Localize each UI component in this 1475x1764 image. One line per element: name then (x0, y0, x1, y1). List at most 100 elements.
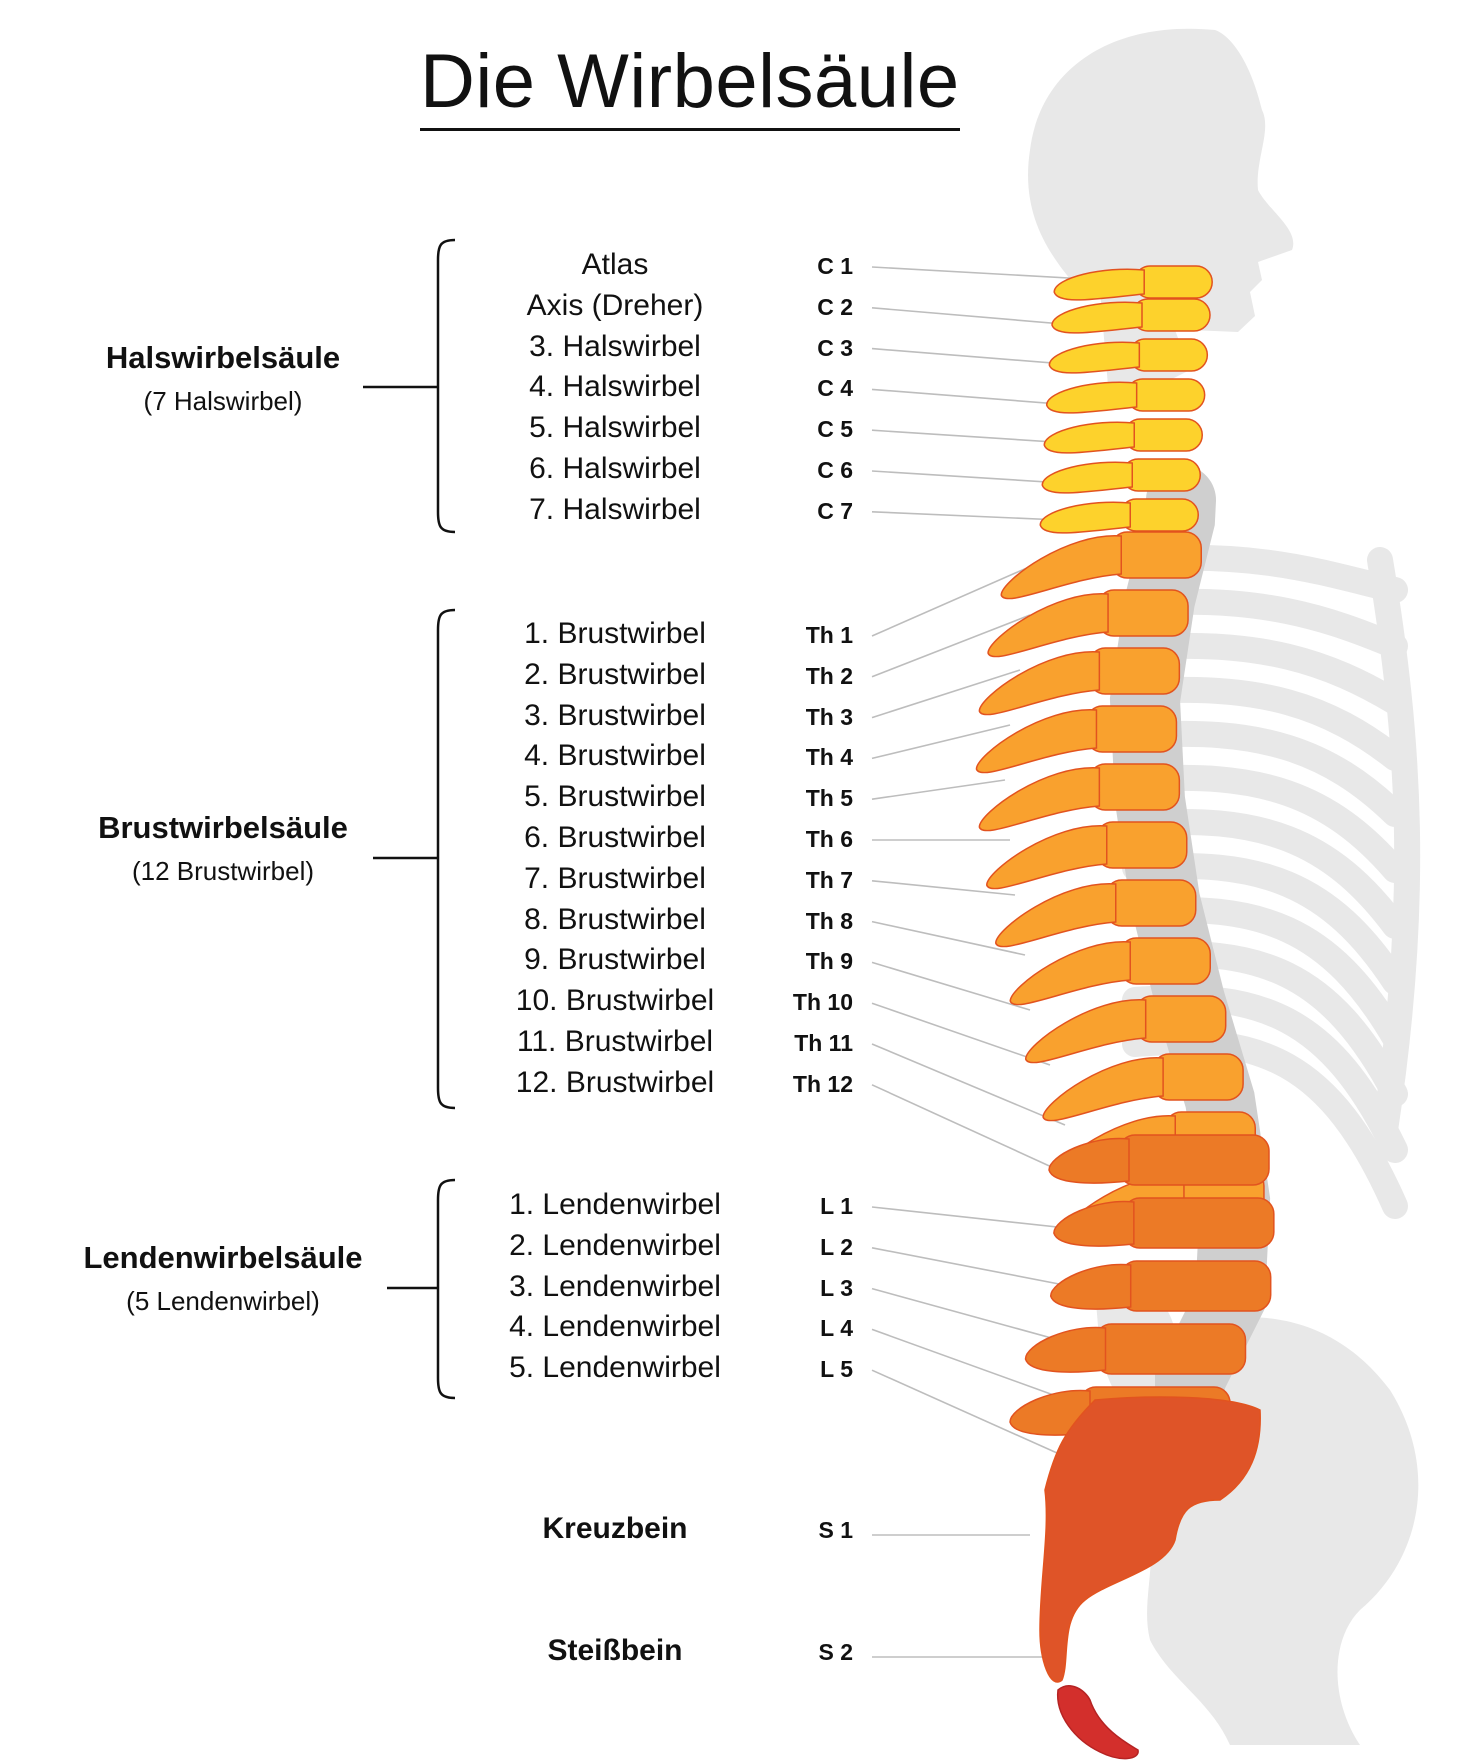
vertebra-body (1123, 418, 1203, 452)
coccyx-name: Steißbein (547, 1634, 683, 1667)
vertebra-name: 6. Halswirbel (529, 452, 701, 485)
group-brackets (363, 238, 456, 1400)
vertebra-body (1121, 458, 1201, 492)
vertebra-name: 7. Brustwirbel (524, 861, 706, 895)
vertebra-name: 6. Brustwirbel (524, 821, 706, 854)
leader-line (871, 920, 1026, 956)
vertebra-code: C 3 (817, 334, 853, 361)
vertebra-body (1085, 705, 1178, 753)
sacrum-code: S 1 (818, 1517, 853, 1543)
vertebra-name: 7. Halswirbel (529, 492, 701, 526)
vertebra-name: 3. Lendenwirbel (509, 1269, 721, 1303)
vertebra-code: L 5 (820, 1356, 853, 1383)
bracket (436, 1178, 456, 1400)
spinous-process (1049, 1263, 1132, 1310)
vertebra-code: Th 3 (805, 703, 853, 730)
spinous-process (994, 883, 1117, 948)
vertebra-name: Axis (Dreher) (526, 288, 704, 322)
vertebra-name: 5. Halswirbel (529, 411, 701, 445)
leader-line (871, 1084, 1081, 1181)
sacrum-name: Kreuzbein (542, 1512, 688, 1545)
vertebra (1009, 937, 1211, 1006)
vertebra-name: 4. Halswirbel (529, 370, 701, 404)
spinous-process (1041, 461, 1133, 494)
spinous-process (1043, 421, 1135, 454)
vertebra (985, 821, 1188, 890)
coccyx-code: S 2 (818, 1639, 853, 1665)
spinous-process (1042, 1057, 1164, 1122)
vertebra (1024, 995, 1227, 1064)
vertebra-name: 2. Lendenwirbel (509, 1228, 721, 1262)
vertebra-body (1088, 647, 1181, 695)
vertebra-body (1131, 298, 1211, 332)
vertebra-code: L 4 (820, 1315, 853, 1342)
vertebra-code: Th 1 (805, 622, 853, 648)
vertebra-body (1152, 1053, 1244, 1101)
vertebra (1053, 265, 1213, 301)
bracket (436, 608, 456, 1110)
vertebra-name: 4. Lendenwirbel (509, 1310, 721, 1344)
group-subtitle-lumbar: (5 Lendenwirbel) (126, 1286, 320, 1316)
vertebra-body (1088, 763, 1181, 811)
vertebra-body (1119, 937, 1211, 985)
vertebra-code: Th 9 (805, 948, 853, 975)
vertebra-code: Th 7 (805, 866, 853, 893)
vertebra (1024, 1323, 1247, 1375)
vertebra (1051, 298, 1211, 334)
vertebra-code: L 1 (820, 1193, 853, 1219)
spinous-process (1000, 535, 1122, 600)
vertebra-body (1133, 265, 1213, 299)
vertebra-code: C 1 (817, 253, 853, 279)
vertebra-body (1134, 995, 1227, 1043)
group-title-thoracic: Brustwirbelsäule (98, 810, 348, 845)
vertebra-code: Th 2 (805, 662, 853, 689)
vertebra-body (1110, 531, 1202, 579)
spinous-process (1024, 999, 1147, 1064)
vertebra-body (1096, 821, 1188, 869)
leader-line (871, 779, 1006, 800)
vertebra-name: 3. Brustwirbel (524, 698, 706, 732)
vertebra-body (1125, 378, 1206, 412)
vertebra-name: 2. Brustwirbel (524, 657, 706, 691)
group-subtitle-cervical: (7 Halswirbel) (143, 386, 303, 416)
vertebra-code: Th 12 (792, 1070, 853, 1097)
vertebra-body (1119, 498, 1199, 532)
leader-line (871, 961, 1031, 1011)
vertebra (1042, 1053, 1244, 1122)
vertebra-name: 1. Brustwirbel (524, 617, 706, 650)
spinous-process (1009, 941, 1131, 1006)
vertebra-name: 1. Lendenwirbel (509, 1188, 721, 1221)
vertebra-code: C 4 (817, 375, 853, 402)
leader-line (871, 880, 1016, 896)
spinous-process (1053, 1200, 1135, 1247)
vertebra-name: 10. Brustwirbel (515, 984, 715, 1018)
leader-line (871, 511, 1061, 521)
vertebra-body (1094, 1323, 1247, 1375)
vertebra-body (1105, 879, 1197, 927)
bracket (436, 238, 456, 534)
vertebra-name: 9. Brustwirbel (524, 943, 706, 977)
spinous-process (985, 825, 1108, 890)
vertebra-body (1097, 589, 1189, 637)
group-title-cervical: Halswirbelsäule (105, 340, 341, 375)
spinous-process (1024, 1326, 1107, 1373)
vertebra (1039, 498, 1199, 534)
vertebra-code: C 6 (817, 457, 853, 483)
vertebra (987, 589, 1189, 658)
leader-line (871, 559, 1046, 637)
leader-line (871, 1206, 1086, 1231)
leader-line (871, 724, 1011, 760)
vertebra (1041, 458, 1201, 494)
vertebra (1043, 418, 1203, 454)
vertebra (978, 763, 1181, 832)
spinous-process (1039, 501, 1131, 534)
vertebra-code: L 3 (820, 1274, 853, 1301)
vertebra-code: Th 10 (792, 989, 853, 1016)
vertebra (1045, 378, 1206, 414)
group-subtitle-thoracic: (12 Brustwirbel) (131, 856, 315, 886)
vertebra-body (1118, 1134, 1270, 1186)
leader-line (871, 1247, 1091, 1291)
vertebra-body (1119, 1260, 1272, 1312)
vertebra (978, 647, 1181, 716)
